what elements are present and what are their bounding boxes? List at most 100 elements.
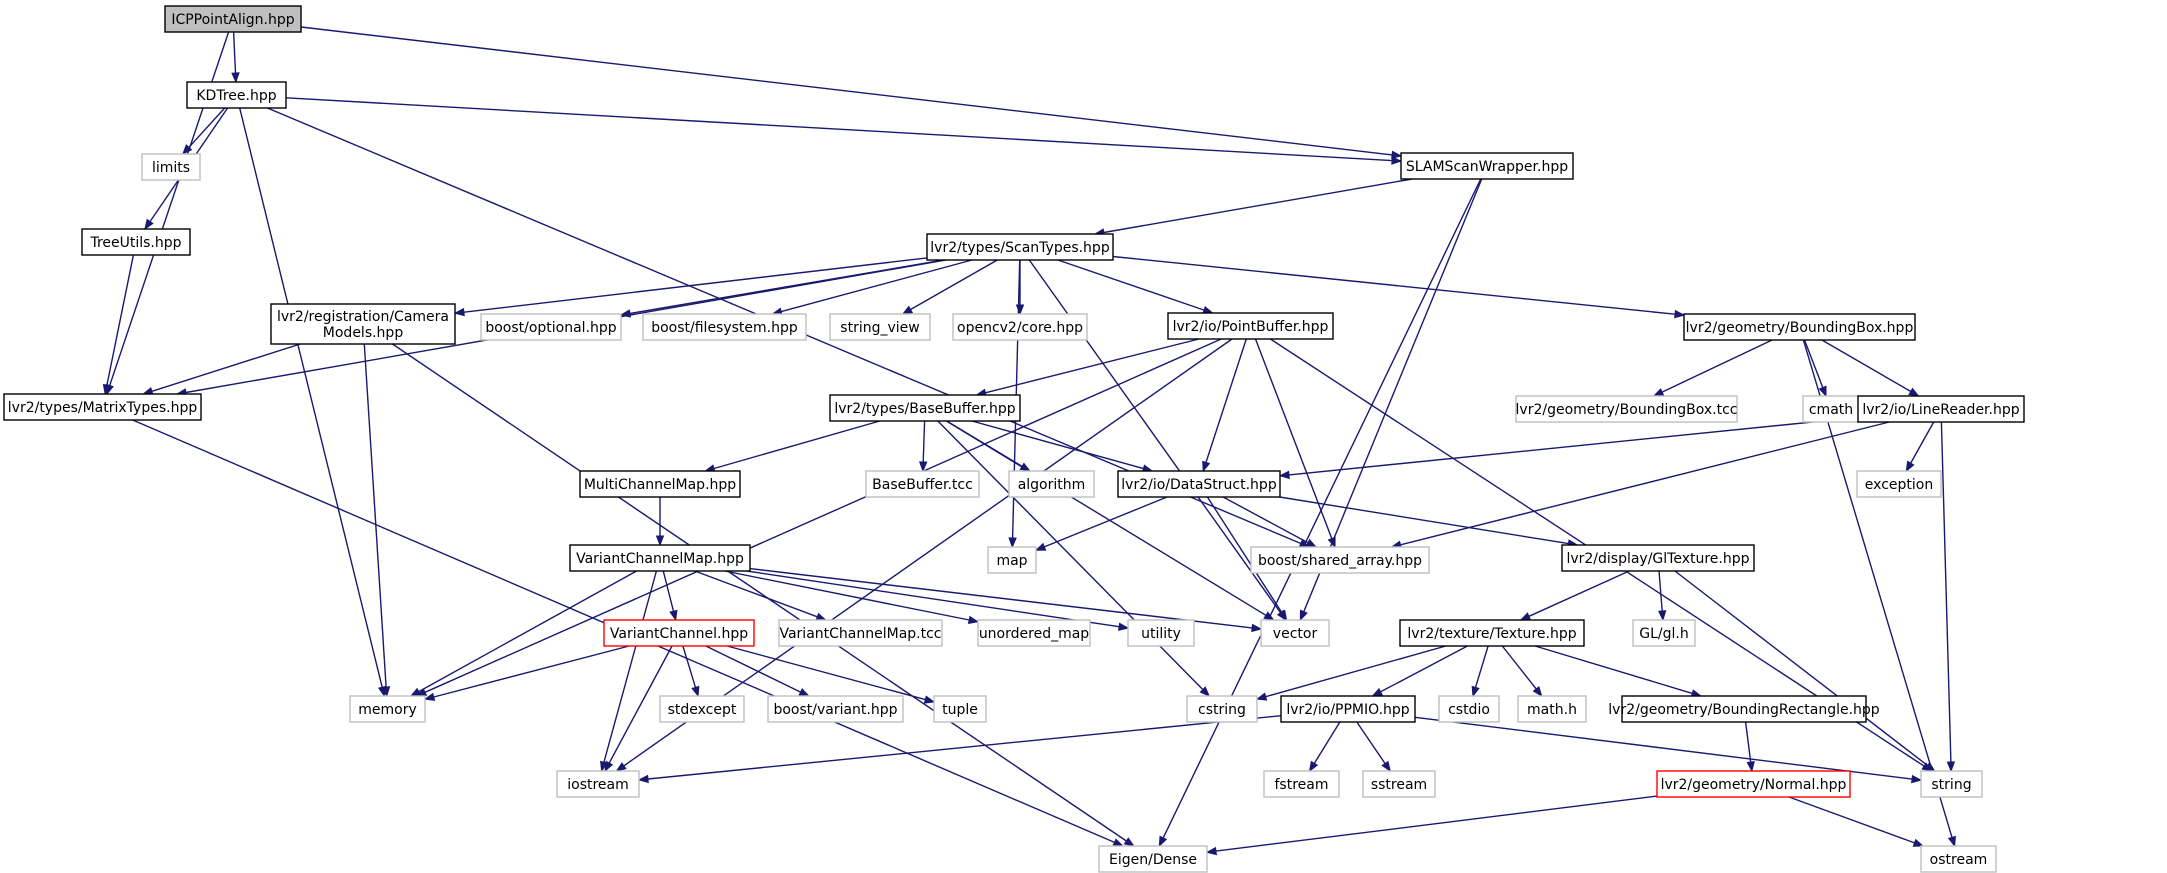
node-label: string_view: [840, 320, 919, 336]
edge-line: [1803, 339, 1824, 388]
edge-line: [781, 259, 973, 313]
edge-treeutils-to-matrixtypes: [102, 254, 135, 396]
node-scantypes[interactable]: lvr2/types/ScanTypes.hpp: [926, 233, 1114, 261]
edge-datastruct-to-gltexture: [1279, 496, 1579, 548]
edge-camera-to-eigen: [392, 343, 1135, 847]
edge-arrowhead: [1912, 838, 1925, 847]
node-label: math.h: [1527, 702, 1577, 718]
edge-scantypes-to-string_view: [901, 259, 998, 315]
node-label: unordered_map: [979, 626, 1089, 642]
node-multichannel[interactable]: MultiChannelMap.hpp: [579, 470, 741, 498]
edge-scantypes-to-optional: [619, 259, 944, 318]
edge-arrowhead: [1015, 304, 1025, 316]
edge-variantchannelmap-to-variantchannel: [662, 570, 678, 622]
edge-line: [910, 259, 998, 311]
edge-arrowhead: [1924, 761, 1936, 772]
edge-arrowhead: [1911, 774, 1923, 784]
node-box: [1167, 312, 1334, 340]
edge-variantchannelmap-to-vector: [749, 567, 1263, 633]
node-box: [1438, 695, 1500, 723]
edge-scantypes-to-pointbuffer: [1057, 259, 1214, 314]
node-basebuffer[interactable]: lvr2/types/BaseBuffer.hpp: [829, 394, 1021, 422]
node-box: [1127, 619, 1195, 647]
node-kdtree[interactable]: KDTree.hpp: [186, 81, 287, 109]
node-normal[interactable]: lvr2/geometry/Normal.hpp: [1656, 770, 1851, 798]
node-label: opencv2/core.hpp: [957, 320, 1083, 336]
edge-variantchannelmap-to-memory: [409, 570, 637, 697]
node-label: lvr2/geometry/BoundingBox.tcc: [1516, 402, 1738, 418]
node-treeutils[interactable]: TreeUtils.hpp: [81, 228, 191, 256]
node-label: stdexcept: [668, 702, 737, 718]
node-box: [778, 619, 943, 647]
node-box: [1857, 395, 2025, 423]
edge-arrowhead: [967, 615, 980, 625]
edge-variantchannelmap-to-iostream: [600, 570, 658, 773]
node-box: [977, 619, 1091, 647]
edge-line: [1103, 178, 1413, 234]
node-label: ostream: [1930, 852, 1988, 868]
edge-linereader-to-shared_array: [1390, 421, 1890, 549]
node-map: map: [987, 546, 1037, 574]
edge-basebuffer-to-basebuffertcc: [918, 420, 928, 473]
edge-line: [424, 338, 1222, 693]
edge-arrowhead: [1123, 837, 1135, 847]
edge-line: [662, 570, 675, 612]
node-cstring: cstring: [1186, 695, 1258, 723]
edge-arrowhead: [615, 762, 627, 772]
edge-arrowhead: [655, 535, 665, 547]
edge-arrowhead: [815, 612, 827, 621]
edge-arrowhead: [1658, 610, 1667, 622]
edge-line: [746, 570, 1120, 628]
node-label: MultiChannelMap.hpp: [584, 477, 736, 493]
node-box: [1561, 544, 1755, 572]
edge-arrowhead: [1746, 761, 1755, 773]
edge-line: [188, 107, 226, 148]
edge-line: [300, 26, 1393, 156]
node-icp[interactable]: ICPPointAlign.hpp: [164, 5, 302, 33]
edge-line: [713, 420, 880, 470]
edge-line: [1215, 795, 1658, 852]
edge-arrowhead: [1908, 387, 1920, 397]
node-texture[interactable]: lvr2/texture/Texture.hpp: [1399, 619, 1585, 647]
edge-scantypes-to-camera: [453, 257, 928, 317]
edge-arrowhead: [1202, 460, 1211, 473]
node-box: [270, 303, 456, 345]
edge-datastruct-to-vector: [1206, 496, 1288, 622]
node-label: string: [1931, 777, 1971, 793]
node-matrixtypes[interactable]: lvr2/types/MatrixTypes.hpp: [3, 393, 202, 421]
node-box: [1517, 695, 1587, 723]
edge-line: [1400, 421, 1890, 546]
node-pointbuffer[interactable]: lvr2/io/PointBuffer.hpp: [1167, 312, 1334, 340]
node-label: cstdio: [1448, 702, 1490, 718]
node-boundingrect[interactable]: lvr2/geometry/BoundingRectangle.hpp: [1608, 695, 1880, 723]
edge-arrowhead: [1008, 537, 1017, 549]
node-gltexture[interactable]: lvr2/display/GlTexture.hpp: [1561, 544, 1755, 572]
node-label: fstream: [1275, 777, 1329, 793]
node-boundingbox[interactable]: lvr2/geometry/BoundingBox.hpp: [1683, 313, 1916, 341]
edge-line: [1474, 645, 1489, 688]
node-box: [1186, 695, 1258, 723]
node-linereader[interactable]: lvr2/io/LineReader.hpp: [1857, 395, 2025, 423]
node-variantchannelmap[interactable]: VariantChannelMap.hpp: [569, 544, 751, 572]
edge-basebuffer-to-cstring: [937, 420, 1211, 697]
edge-datastruct-to-map: [1034, 496, 1168, 551]
node-box: [480, 313, 622, 341]
edge-arrowhead: [409, 687, 422, 697]
node-ppmio[interactable]: lvr2/io/PPMIO.hpp: [1280, 695, 1416, 723]
edge-icp-to-slam: [300, 26, 1403, 159]
node-label: lvr2/types/BaseBuffer.hpp: [834, 401, 1015, 417]
node-slam[interactable]: SLAMScanWrapper.hpp: [1400, 152, 1574, 180]
edge-line: [1788, 796, 1915, 844]
node-datastruct[interactable]: lvr2/io/DataStruct.hpp: [1117, 470, 1281, 498]
edge-arrowhead: [181, 144, 193, 156]
node-box: [1280, 695, 1416, 723]
node-variantchannel[interactable]: VariantChannel.hpp: [603, 619, 755, 647]
edge-kdtree-to-memory: [239, 107, 387, 698]
node-box: [1008, 470, 1095, 498]
edge-ppmio-to-string: [1414, 716, 1923, 784]
node-box: [1098, 845, 1208, 873]
edge-camera-to-memory: [363, 343, 391, 698]
edge-arrowhead: [1112, 838, 1125, 847]
node-box: [1362, 770, 1436, 798]
